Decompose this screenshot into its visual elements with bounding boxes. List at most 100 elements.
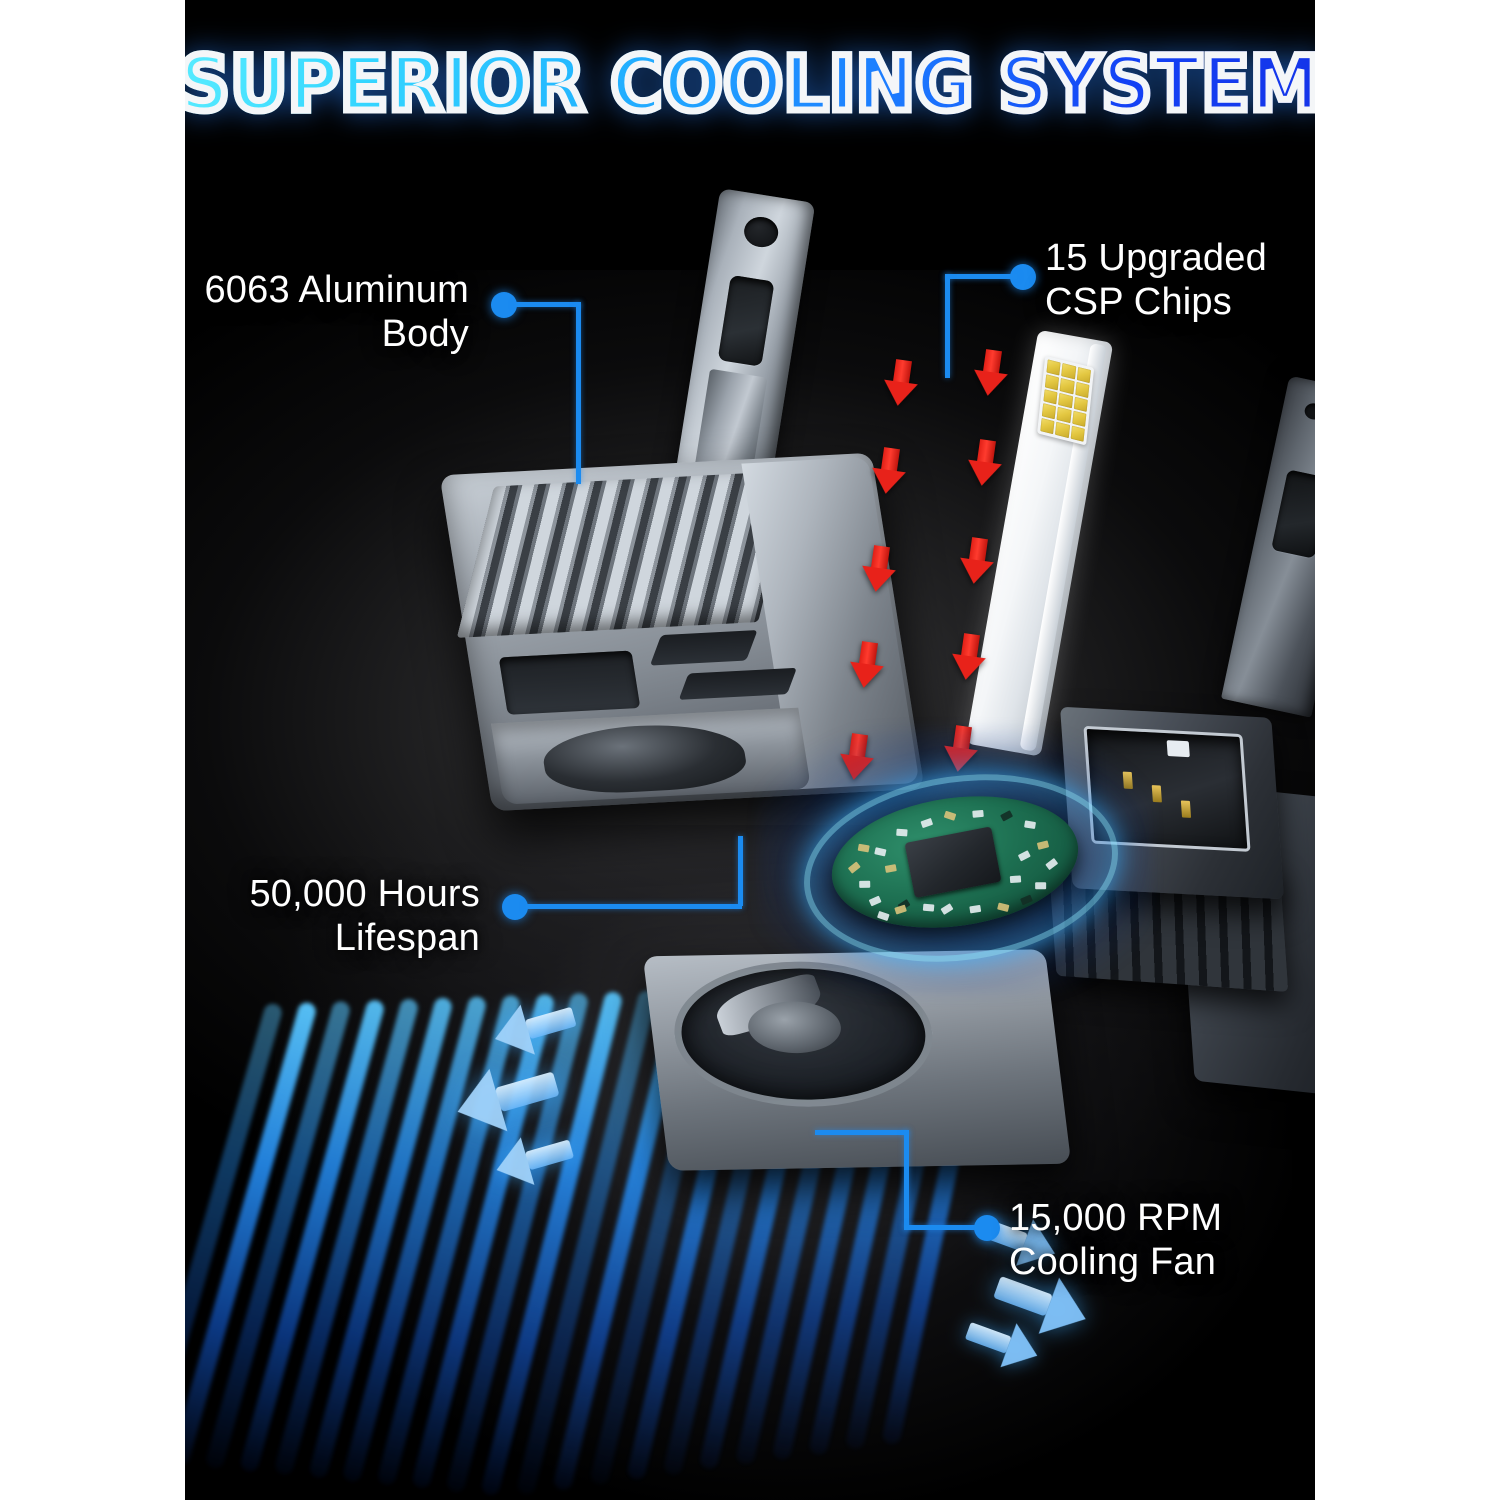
airflow-stream [185, 1000, 318, 1467]
pcb-component [943, 810, 957, 821]
csp-chip [1058, 392, 1073, 409]
airflow-stream [238, 998, 386, 1474]
callout-lifespan-line1: 50,000 Hours [249, 873, 480, 915]
pcb-component [876, 910, 890, 922]
leader-line-aluminum-body-v [576, 302, 581, 484]
callout-cooling-fan: 15,000 RPM Cooling Fan [1009, 1196, 1299, 1284]
airflow-stream [480, 990, 624, 1497]
socket-pin [1180, 800, 1192, 818]
pcb-component [859, 880, 871, 888]
callout-lifespan: 50,000 Hours Lifespan [205, 872, 480, 960]
airflow-arrow-stem [495, 1071, 560, 1113]
csp-chip [1059, 377, 1075, 394]
heatsink-vent-slot-2 [649, 630, 758, 666]
heatsink-vent-slot-1 [498, 650, 641, 715]
pcb-component [1017, 850, 1031, 862]
driver-pcb [757, 728, 1153, 996]
heat-arrow-head [970, 369, 1008, 399]
leader-line-fan-h-top [815, 1130, 909, 1135]
callout-csp-chips-line2: CSP Chips [1045, 281, 1232, 324]
pcb-component [922, 903, 935, 912]
airflow-stream [273, 997, 420, 1477]
socket-pin [1151, 785, 1162, 803]
csp-chip [1055, 421, 1070, 438]
heat-arrow-head [868, 467, 906, 497]
airflow-arrow-head [448, 1068, 508, 1143]
pcb-component [884, 864, 897, 873]
airflow-arrow-head [489, 1137, 535, 1194]
pcb-component [1020, 894, 1033, 906]
heat-arrow-head [846, 661, 884, 691]
leader-line-csp-chips-h [945, 274, 1017, 279]
leader-dot-cooling-fan [974, 1215, 1000, 1241]
bracket-round-hole [742, 214, 781, 250]
mounting-bracket-top [673, 188, 816, 503]
page-title: SUPERIOR COOLING SYSTEM [185, 42, 1315, 125]
heat-arrow-head [858, 565, 896, 595]
heat-arrow-head [964, 459, 1002, 489]
pcb-component [857, 843, 870, 853]
pcb-component [1036, 840, 1050, 850]
pcb-component [972, 809, 984, 818]
callout-csp-chips: 15 Upgraded CSP Chips [1045, 236, 1315, 324]
leader-line-csp-chips-v [945, 274, 950, 378]
csp-chip [1046, 359, 1061, 376]
heat-arrow-head [880, 379, 918, 409]
airflow-stream [307, 995, 454, 1481]
heatsink-fins [456, 470, 796, 638]
csp-chip [1076, 366, 1091, 383]
airflow-stream [515, 988, 658, 1496]
callout-aluminum-body-line1: 6063 Aluminum [204, 269, 469, 311]
bracket-right-round-hole [1303, 401, 1315, 422]
csp-chip [1044, 374, 1060, 391]
product-image-panel: SUPERIOR COOLING SYSTEM [185, 0, 1315, 1500]
pcb-component [868, 895, 882, 907]
pcb-component [940, 903, 954, 915]
callout-cooling-fan-line2: Cooling Fan [1009, 1241, 1217, 1284]
leader-dot-lifespan [502, 894, 528, 920]
airflow-stream [376, 993, 522, 1487]
csp-chip [1056, 407, 1072, 424]
pcb-component [920, 817, 934, 829]
airflow-stream [341, 994, 488, 1484]
airflow-stream [185, 1001, 284, 1464]
pcb-component [1035, 882, 1047, 890]
pcb-component [1045, 857, 1059, 871]
pcb-component [847, 861, 861, 874]
heat-arrow-head [948, 653, 986, 683]
leader-line-lifespan-h [526, 904, 742, 909]
pcb-component [1000, 810, 1014, 822]
leader-line-lifespan-v [738, 836, 743, 906]
pcb-component [1009, 875, 1022, 884]
leader-dot-aluminum-body [491, 292, 517, 318]
socket-keying-tab [1166, 740, 1190, 758]
airflow-arrow-stem [525, 1006, 577, 1040]
bracket-right-slot-hole [1271, 469, 1315, 559]
leader-line-aluminum-body-h [515, 302, 581, 307]
csp-chip [1070, 425, 1085, 442]
pcb-component [894, 904, 907, 915]
airflow-arrow-head [487, 1004, 535, 1064]
csp-chip-grid [1037, 355, 1095, 446]
bracket-slot-hole [717, 274, 775, 367]
airflow-arrow-head [1038, 1277, 1096, 1348]
airflow-stream [445, 991, 590, 1494]
airflow-stream [204, 999, 352, 1470]
airflow-arrow-head [1000, 1323, 1046, 1378]
callout-aluminum-body: 6063 Aluminum Body [185, 268, 469, 356]
csp-chip [1061, 363, 1076, 380]
pcb-component [969, 904, 982, 914]
pcb-component [874, 847, 887, 857]
csp-chip [1073, 396, 1088, 413]
csp-chip [1040, 418, 1055, 435]
csp-chip [1043, 388, 1058, 405]
leader-line-fan-h-bottom [904, 1225, 988, 1230]
pcb-main-ic [904, 826, 1002, 899]
leader-line-fan-v [904, 1130, 909, 1230]
pcb-component [896, 828, 908, 837]
heat-arrow-head [956, 557, 994, 587]
csp-chip [1074, 381, 1090, 398]
airflow-arrow-stem [964, 1322, 1012, 1354]
callout-csp-chips-line1: 15 Upgraded [1045, 237, 1267, 279]
